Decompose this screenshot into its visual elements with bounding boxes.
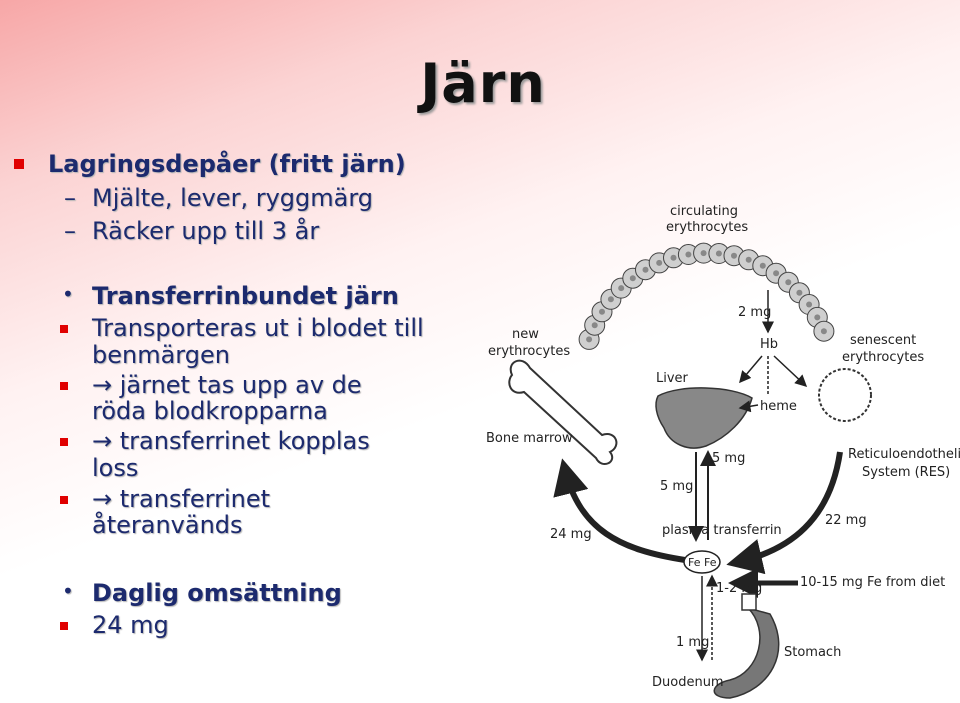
label-fe-2: Fe	[704, 556, 717, 569]
erythrocyte-core-icon	[785, 279, 791, 285]
sub-uptake-line2: röda blodkropparna	[92, 397, 328, 425]
res-to-transferrin-arrow	[738, 452, 840, 562]
sub-reuse-line1: → transferrinet	[92, 485, 270, 513]
label-plasma-transferrin: plasma transferrin	[662, 523, 782, 538]
label-liver-in: 5 mg	[660, 479, 693, 494]
erythrocyte-core-icon	[773, 270, 779, 276]
label-24mg: 24 mg	[550, 527, 592, 542]
label-liver: Liver	[656, 371, 689, 386]
red-square-bullet	[14, 159, 24, 169]
erythrocyte-core-icon	[685, 252, 691, 258]
erythrocyte-core-icon	[618, 285, 624, 291]
label-new-1: new	[512, 327, 539, 342]
erythrocyte-core-icon	[630, 275, 636, 281]
slide-title: Järn	[0, 52, 960, 115]
label-circulating-1: circulating	[670, 204, 738, 219]
sub-uptake-line1: → järnet tas upp av de	[92, 371, 362, 399]
dot-bullet: •	[62, 579, 74, 603]
erythrocyte-core-icon	[796, 290, 802, 296]
sub-transport-line2: benmärgen	[92, 341, 230, 369]
red-square-bullet	[60, 438, 68, 446]
red-square-bullet	[60, 622, 68, 630]
label-diet: 10-15 mg Fe from diet	[800, 575, 945, 590]
senescent-cell-icon	[819, 369, 871, 421]
bone-marrow-icon	[509, 361, 616, 464]
label-hb-amount: 2 mg	[738, 305, 771, 320]
dash-marker: –	[64, 217, 76, 245]
sub-release-line2: loss	[92, 454, 138, 482]
erythrocyte-core-icon	[586, 336, 592, 342]
erythrocyte-core-icon	[760, 263, 766, 269]
red-square-bullet	[60, 382, 68, 390]
label-circulating-2: erythrocytes	[666, 220, 748, 235]
erythrocyte-core-icon	[671, 255, 677, 261]
erythrocyte-core-icon	[716, 251, 722, 257]
label-heme: heme	[760, 399, 797, 414]
label-duodenum: Duodenum	[652, 675, 724, 690]
erythrocyte-core-icon	[731, 253, 737, 259]
dot-bullet: •	[62, 282, 74, 306]
erythrocyte-core-icon	[643, 267, 649, 273]
arrow-icon: →	[92, 371, 112, 399]
erythrocyte-chain	[579, 243, 834, 349]
label-liver-out: 5 mg	[712, 451, 745, 466]
hb-to-res-arrow	[774, 356, 806, 386]
stomach-icon	[714, 608, 778, 698]
dash-marker: –	[64, 184, 76, 212]
arrow-icon: →	[92, 427, 112, 455]
erythrocyte-core-icon	[599, 309, 605, 315]
label-hb: Hb	[760, 337, 778, 352]
label-stomach: Stomach	[784, 645, 841, 660]
erythrocyte-core-icon	[608, 296, 614, 302]
erythrocyte-core-icon	[592, 322, 598, 328]
label-senescent-2: erythrocytes	[842, 350, 924, 365]
arrow-icon: →	[92, 485, 112, 513]
red-square-bullet	[60, 496, 68, 504]
label-senescent-1: senescent	[850, 333, 916, 348]
bullet-daily-turnover: Daglig omsättning	[92, 579, 342, 607]
label-res-2: System (RES)	[862, 465, 950, 480]
liver-icon	[656, 388, 752, 448]
sub-daily-amount: 24 mg	[92, 611, 169, 639]
esophagus-icon	[742, 594, 756, 610]
erythrocyte-core-icon	[746, 257, 752, 263]
erythrocyte-core-icon	[701, 250, 707, 256]
erythrocyte-core-icon	[656, 260, 662, 266]
iron-cycle-diagram: circulating erythrocytes new erythrocyte…	[470, 190, 960, 700]
label-res-1: Reticuloendothelial	[848, 447, 960, 462]
sub-release-line1: → transferrinet kopplas	[92, 427, 370, 455]
label-fe-1: Fe	[688, 556, 701, 569]
erythrocyte-core-icon	[814, 314, 820, 320]
sub-transport-line1: Transporteras ut i blodet till	[92, 314, 424, 342]
erythrocyte-core-icon	[806, 302, 812, 308]
hb-to-liver-arrow	[740, 356, 762, 382]
sub-reuse-line2: återanvänds	[92, 511, 243, 539]
bullet-transferrin-bound: Transferrinbundet järn	[92, 282, 399, 310]
label-1mg: 1 mg	[676, 635, 709, 650]
label-22mg: 22 mg	[825, 513, 867, 528]
red-square-bullet	[60, 325, 68, 333]
label-absorption: 1-2 mg	[716, 581, 762, 596]
sub-storage-duration: Räcker upp till 3 år	[92, 217, 319, 245]
erythrocyte-core-icon	[821, 328, 827, 334]
label-bone-marrow: Bone marrow	[486, 431, 573, 446]
label-new-2: erythrocytes	[488, 344, 570, 359]
sub-storage-organs: Mjälte, lever, ryggmärg	[92, 184, 373, 212]
bullet-storage-depots: Lagringsdepåer (fritt järn)	[48, 150, 406, 178]
